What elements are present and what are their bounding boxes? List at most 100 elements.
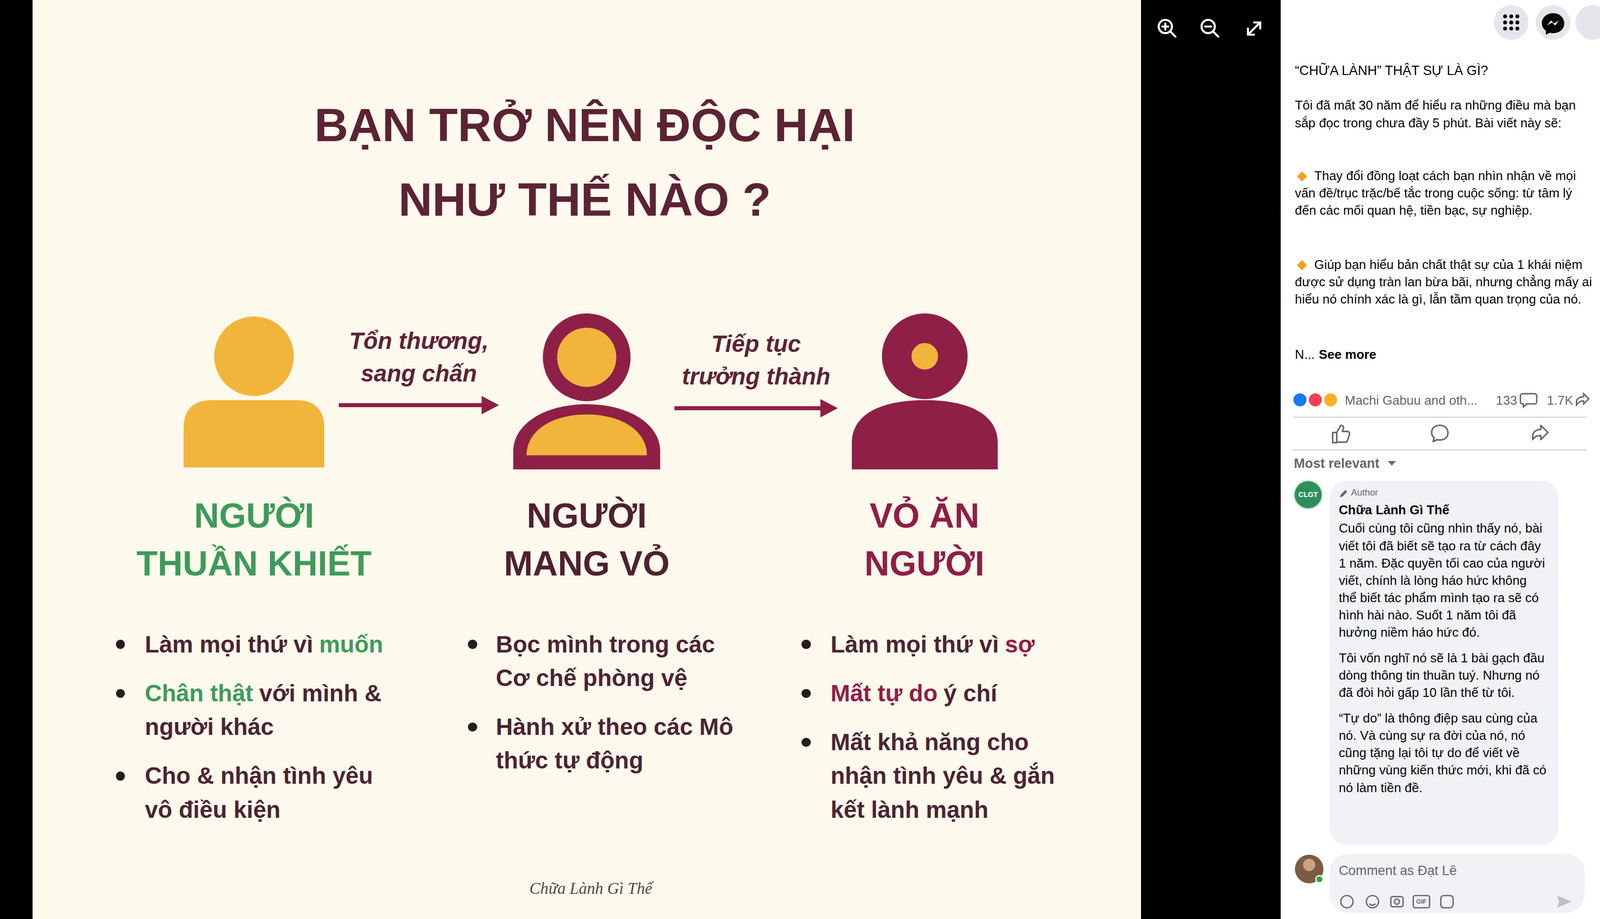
dot [1515,14,1520,19]
bullet-text: Làm mọi thứ vì [145,631,314,658]
diagram-title: BẠN TRỞ NÊN ĐỘC HẠI NHƯ THẾ NÀO ? [313,87,857,237]
messenger-bolt [1546,20,1560,26]
column-heading: NGƯỜI THUẦN KHIẾT [135,491,373,588]
sort-label: Most relevant [1294,455,1380,473]
arrow-head [820,398,838,418]
love-reaction [1308,392,1323,408]
comment-placeholder: Comment as Đạt Lê [1338,862,1457,880]
comment-button-icon [1431,425,1448,442]
avatar-initials: CLGT [1294,489,1323,500]
input-icons [1340,895,1453,908]
icon-part [1205,25,1212,28]
bullet-text: Mất khả năng cho nhận tình yêu & gắn kết… [830,728,1055,823]
bullet-text: Bọc mình trong các Cơ chế phòng vệ [495,631,716,691]
bullet-list: Bọc mình trong các Cơ chế phòng vệ Hành x… [467,627,746,794]
comment-bubble: AuthorChữa Lành Gì ThếCuối cùng tôi cũng… [1329,480,1559,845]
bullet-diamond [1296,260,1308,271]
bullet-item: Làm mọi thứ vìsợ [800,627,1076,662]
bullet-text: muốn [319,631,383,658]
reaction-names: Machi Gabuu and oth... [1344,391,1478,410]
person-figure [851,312,998,470]
bullet-text: ý chí [943,680,997,707]
arrow-head [481,395,499,415]
bullet-list: Làm mọi thứ vìmuốnChân thậtvới mình & ng… [115,627,406,842]
column-heading: VỎ ĂN NGƯỜI [863,491,986,588]
dot [1515,20,1520,25]
person-node: NGƯỜI THUẦN KHIẾTLàm mọi thứ vìmuốnChân … [183,314,325,468]
comment-count-icon [1520,393,1537,408]
like-reaction [1293,392,1308,408]
menu-dots [1503,14,1520,31]
arrow-label: Tổn thương, sang chấn [347,324,490,390]
bullet-item: Hành xử theo các Mô thức tự động [467,710,746,778]
person-node: VỎ ĂN NGƯỜILàm mọi thứ vìsợMất tự doý ch… [851,312,998,470]
share-count: 1.7K [1546,391,1573,410]
post-text: N... [1295,347,1315,362]
zoom-in-icon [1158,19,1176,37]
camera-icon [1390,896,1404,908]
avatar-sticker-icon [1340,895,1354,908]
person-node: NGƯỜI MANG VỎBọc mình trong các Cơ chế p… [513,312,661,470]
dot [1503,14,1508,19]
bullet-dot [467,722,478,732]
bullet-dot [801,688,811,699]
comment-text: “Tự do” là thông điệp sau cùng của nó. V… [1338,709,1549,797]
bullet-text: Chân thật [145,680,254,707]
column-heading: NGƯỜI MANG VỎ [502,491,671,588]
person-shell-head [542,313,631,402]
zoom-out-icon [1201,19,1219,37]
author-badge: Author [1338,486,1549,500]
bullet-item: Cho & nhận tình yêu vô điều kiện [115,759,406,827]
bullet-text: Làm mọi thứ vì [830,631,999,658]
divider [1293,416,1587,418]
user-avatar [1295,854,1324,884]
flow-arrow [674,398,839,418]
bullet-text: Mất tự do [830,680,938,707]
person-head [214,316,294,396]
bullet-text: sợ [1004,631,1035,658]
person-shell-body [851,399,998,470]
post-text: Tôi đã mất 30 năm để hiểu ra những điều … [1295,96,1594,132]
person-figure [513,312,661,470]
see-more-link: See more [1318,347,1376,362]
comment-count: 133 [1495,391,1518,410]
gif-icon [1413,895,1430,908]
user-avatar-face [1302,858,1316,872]
online-badge [1315,875,1323,883]
divider [1293,449,1587,451]
bullet-item: Làm mọi thứ vìmuốn [115,627,406,662]
person-shell-body [513,404,661,470]
bullet-dot [467,639,478,649]
bullet-list: Làm mọi thứ vìsợMất tự doý chíMất khả nă… [800,627,1076,842]
dot [1509,14,1514,19]
care-reaction [1323,392,1338,408]
share-button-icon [1532,425,1549,440]
post-bullet-text: Giúp bạn hiểu bản chất thật sự của 1 khá… [1295,256,1594,308]
person-figure [183,314,325,468]
person-inner-head [557,327,617,387]
icon-part [1164,23,1167,30]
dot [1503,20,1508,25]
pencil-shape [1339,490,1348,498]
bullet-dot [801,737,811,748]
fullscreen-icon [1248,22,1261,35]
dot [1503,26,1508,31]
bullet-item: Mất tự doý chí [800,676,1076,711]
bullet-dot [115,688,126,699]
bullet-text: Cho & nhận tình yêu vô điều kiện [145,762,374,823]
bullet-diamond [1296,171,1308,182]
bullet-dot [801,639,811,649]
comment-input-box [1329,853,1585,914]
messenger-button [1535,4,1571,40]
bullet-item: Bọc mình trong các Cơ chế phòng vệ [467,627,746,695]
bullet-text: Hành xử theo các Mô thức tự động [495,713,734,774]
share-count-icon [1576,393,1589,406]
like-button-icon [1332,425,1350,443]
person-inner-body [526,414,648,456]
arrow-shaft [338,403,483,408]
flow-arrow [338,395,499,415]
send-icon [1557,895,1572,908]
post-heading: “CHỮA LÀNH” THẬT SỰ LÀ GÌ? [1295,62,1594,80]
bullet-dot [115,639,126,649]
